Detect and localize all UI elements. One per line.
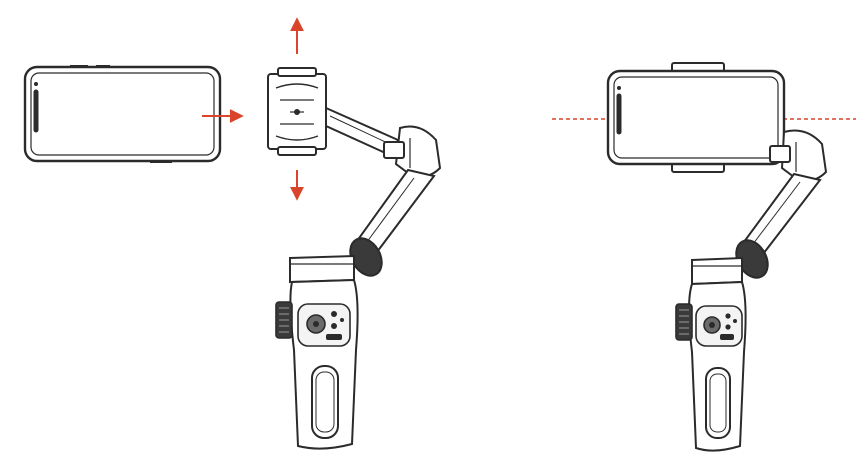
right-panel <box>552 62 856 452</box>
pan-motor-right <box>691 256 743 286</box>
roll-motor-left <box>383 125 442 178</box>
left-panel <box>23 17 442 450</box>
roll-motor-right <box>769 129 828 182</box>
phone-right <box>606 69 786 166</box>
control-panel-left <box>297 303 351 347</box>
control-panel-right <box>695 305 743 347</box>
zoom-wheel-left <box>275 301 293 339</box>
phone-left <box>23 65 222 163</box>
pan-motor-left <box>289 254 355 284</box>
phone-clamp-left <box>267 67 327 156</box>
zoom-wheel-right <box>675 303 693 341</box>
